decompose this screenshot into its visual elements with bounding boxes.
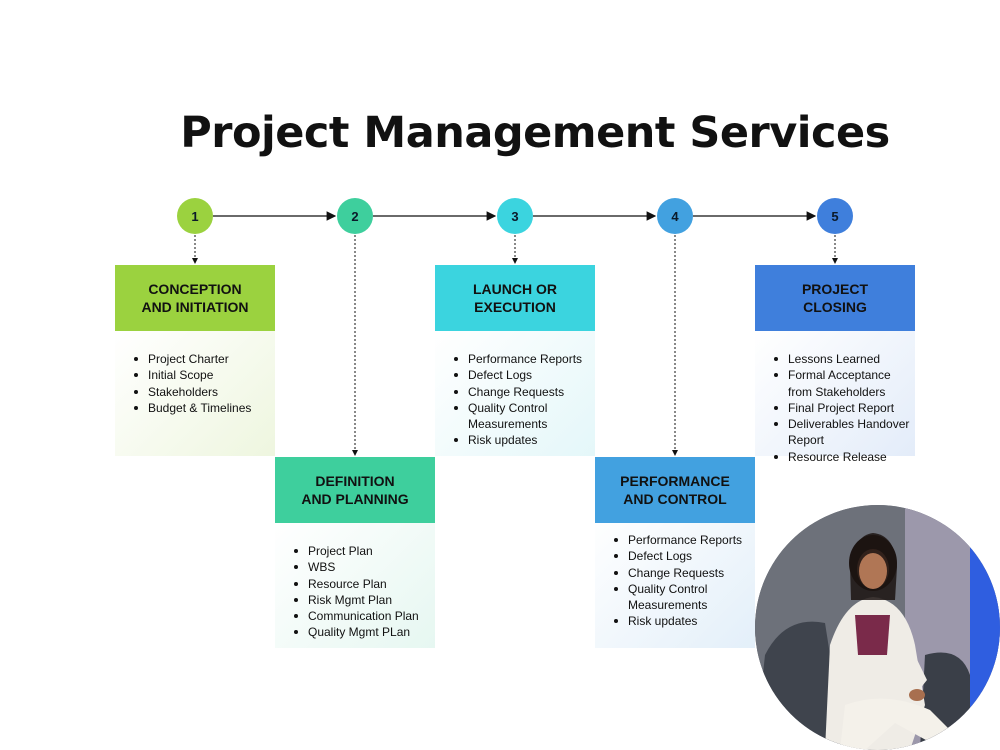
step-3-number: 3 [497, 198, 533, 234]
phase-4-list: Performance Reports Defect Logs Change R… [595, 512, 755, 648]
phase-1-list: Project Charter Initial Scope Stakeholde… [115, 331, 275, 456]
list-item: Risk Mgmt Plan [294, 592, 431, 608]
list-item: Initial Scope [134, 367, 271, 383]
list-item: Stakeholders [134, 384, 271, 400]
phase-1-header: CONCEPTION AND INITIATION [115, 265, 275, 331]
step-1-number: 1 [177, 198, 213, 234]
list-item: Quality Control Measurements [614, 581, 751, 614]
list-item: WBS [294, 559, 431, 575]
list-item: Risk updates [454, 432, 591, 448]
list-item: Quality Mgmt PLan [294, 624, 431, 640]
list-item: Lessons Learned [774, 351, 911, 367]
list-item: Performance Reports [614, 532, 751, 548]
list-item: Deliverables Handover Report [774, 417, 910, 448]
step-4-number: 4 [657, 198, 693, 234]
phase-5-list: Lessons Learned Formal Acceptance from S… [755, 331, 915, 464]
step-5-number: 5 [817, 198, 853, 234]
phase-4-header-overlay: PERFORMANCE AND CONTROL [595, 457, 755, 523]
list-item: Defect Logs [614, 548, 751, 564]
list-item: Change Requests [454, 384, 591, 400]
phase-2-list: Project Plan WBS Resource Plan Risk Mgmt… [275, 523, 435, 648]
list-item: Resource Plan [294, 576, 431, 592]
list-item: Quality Control Measurements [454, 400, 591, 433]
list-item: Defect Logs [454, 367, 591, 383]
list-item: Performance Reports [454, 351, 591, 367]
list-item: Change Requests [614, 565, 751, 581]
presenter-photo [755, 505, 1000, 750]
phase-2-header: DEFINITION AND PLANNING [275, 457, 435, 523]
list-item: Communication Plan [294, 608, 431, 624]
list-item: Project Plan [294, 543, 431, 559]
step-2-number: 2 [337, 198, 373, 234]
phase-3-list: Performance Reports Defect Logs Change R… [435, 331, 595, 456]
phase-5-header: PROJECT CLOSING [755, 265, 915, 331]
list-item: Final Project Report [774, 400, 911, 416]
list-item: Resource Release [774, 449, 911, 465]
page-title: Project Management Services [180, 108, 890, 158]
phase-3-header: LAUNCH OR EXECUTION [435, 265, 595, 331]
list-item: Budget & Timelines [134, 400, 271, 416]
list-item: Formal Acceptance from Stakeholders [774, 367, 911, 400]
list-item: Project Charter [134, 351, 271, 367]
list-item: Risk updates [614, 613, 751, 629]
